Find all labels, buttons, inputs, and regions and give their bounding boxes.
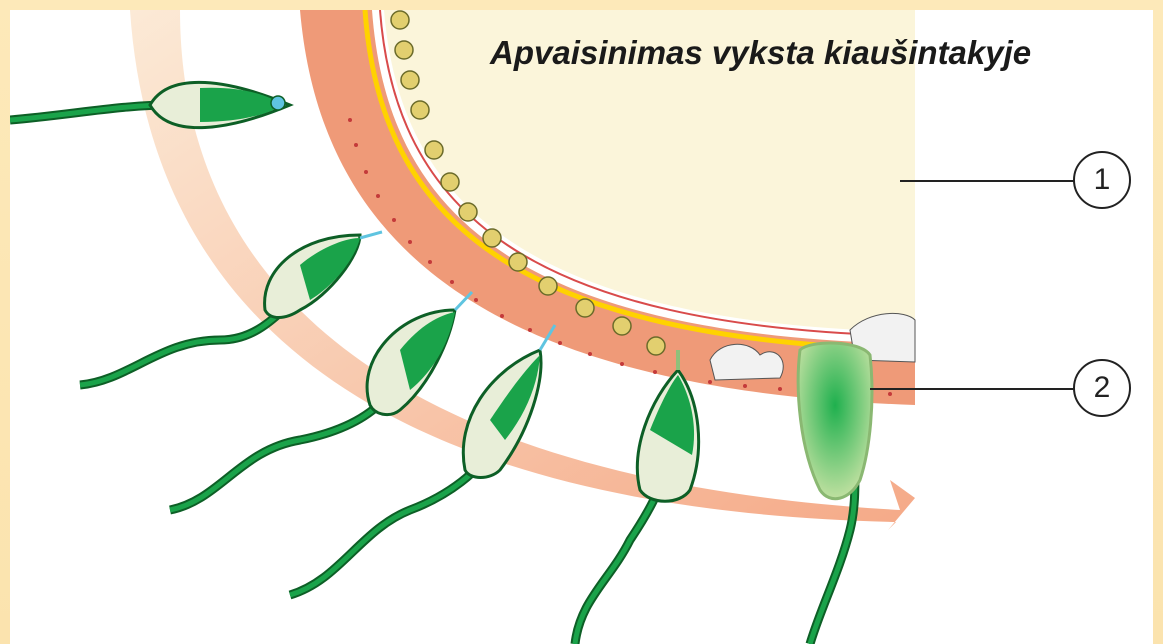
fertilization-illustration [10,10,1153,644]
sperm-5 [575,350,699,644]
label-1: 1 [1073,151,1131,209]
leader-line-1 [900,180,1075,182]
sperm-6 [798,343,872,644]
leader-line-2 [870,388,1075,390]
diagram-title: Apvaisinimas vyksta kiaušintakyje [490,34,1031,72]
diagram-canvas: Apvaisinimas vyksta kiaušintakyje 1 2 [10,10,1153,644]
label-2: 2 [1073,359,1131,417]
